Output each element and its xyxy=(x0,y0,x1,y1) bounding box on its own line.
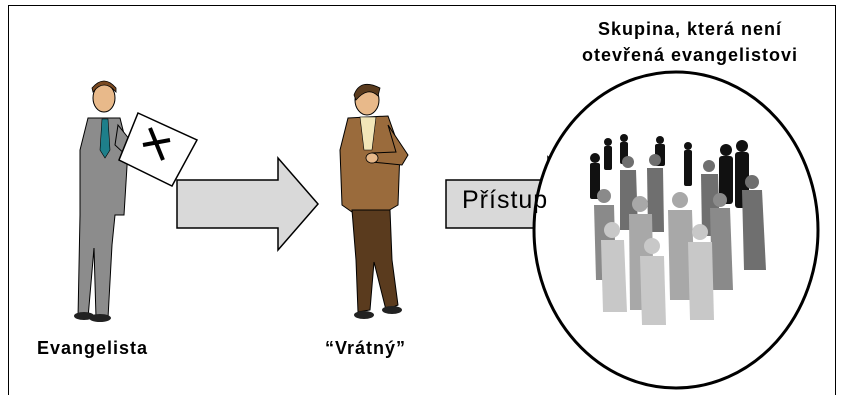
evangelist-figure-icon xyxy=(74,80,199,322)
access-label: Přístup xyxy=(462,186,549,214)
group-caption: Skupina, která není otevřená evangelisto… xyxy=(545,16,835,68)
crowd-silhouettes-icon xyxy=(590,134,766,325)
evangelist-label: Evangelista xyxy=(37,338,149,358)
gatekeeper-figure-icon xyxy=(339,83,409,319)
gatekeeper-label: “Vrátný” xyxy=(325,338,407,358)
diagram-frame xyxy=(8,5,836,395)
group-caption-line2: otevřená evangelistovi xyxy=(581,45,799,65)
arrow-evangelist-to-gatekeeper xyxy=(176,155,319,253)
group-caption-line1: Skupina, která není xyxy=(597,19,783,39)
